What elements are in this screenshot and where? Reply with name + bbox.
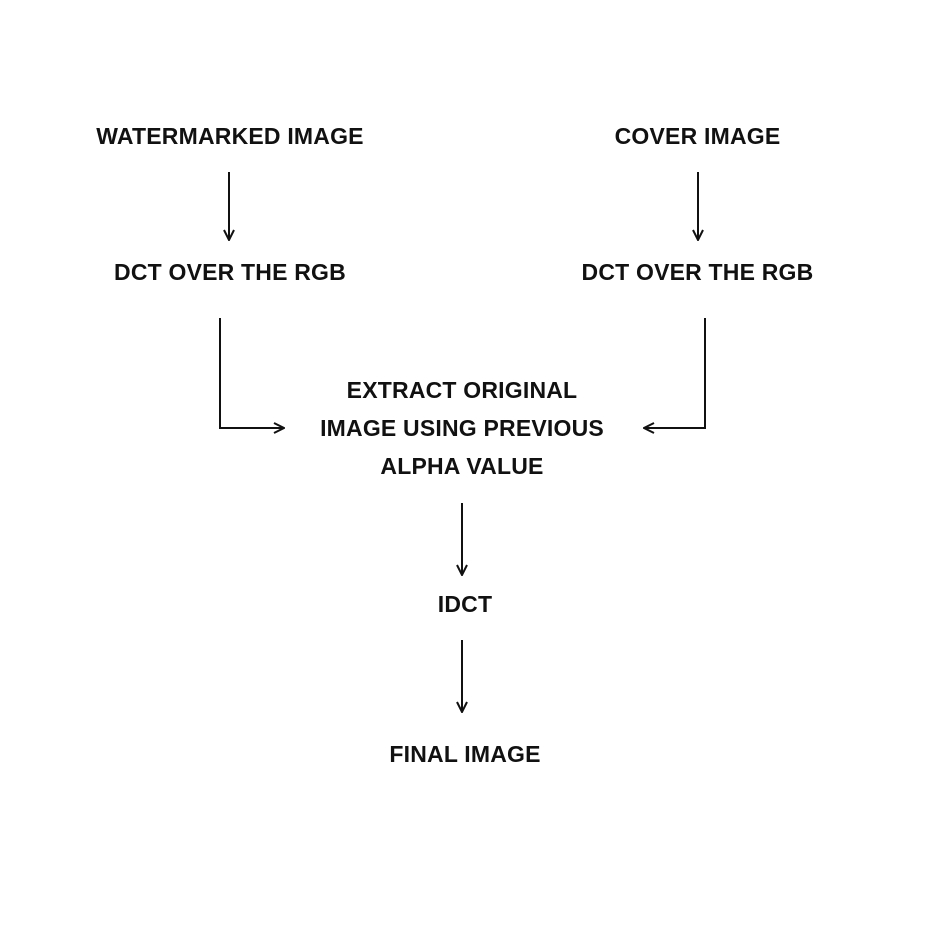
- arrow-dct-left-to-extract: [219, 318, 284, 428]
- diagram-card: [10, 10, 915, 915]
- extract-line-3: ALPHA VALUE: [380, 453, 544, 479]
- node-cover-image: COVER IMAGE: [614, 123, 781, 149]
- extract-line-2: IMAGE USING PREVIOUS: [320, 415, 604, 441]
- extract-line-1: EXTRACT ORIGINAL: [346, 377, 578, 403]
- node-watermarked-image: WATERMARKED IMAGE: [96, 123, 364, 149]
- arrow-dct-right-to-extract: [644, 318, 706, 428]
- node-dct-left: DCT OVER THE RGB: [114, 259, 346, 285]
- node-dct-right: DCT OVER THE RGB: [581, 259, 814, 285]
- node-final-image: FINAL IMAGE: [389, 741, 541, 767]
- node-extract-original: EXTRACT ORIGINAL IMAGE USING PREVIOUS AL…: [282, 371, 642, 485]
- node-idct: IDCT: [437, 591, 493, 617]
